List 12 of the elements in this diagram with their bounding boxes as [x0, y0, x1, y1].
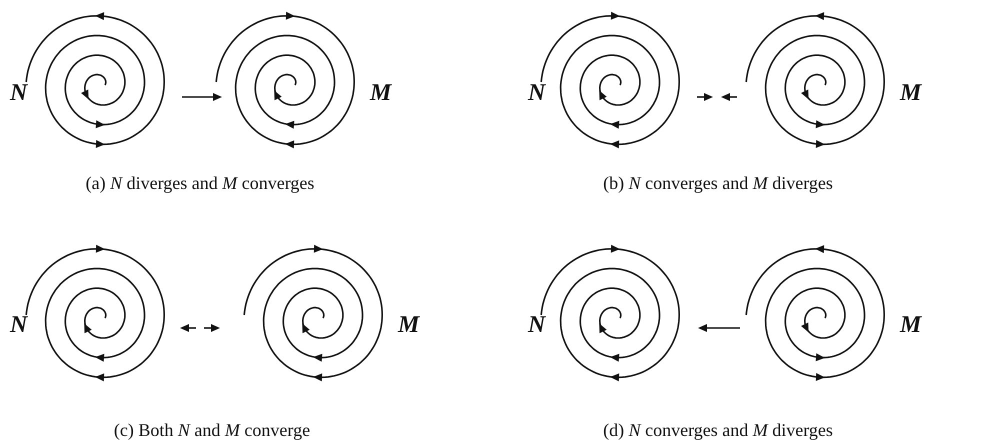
panel-caption: (d) N converges and M diverges — [603, 419, 833, 441]
spiral-label: N — [10, 80, 28, 106]
spiral-label: M — [370, 80, 392, 106]
spiral-label: M — [398, 312, 420, 338]
spiral-label: M — [900, 312, 922, 338]
spiral-label: N — [10, 312, 28, 338]
panel-caption: (b) N converges and M diverges — [603, 172, 833, 194]
panel-caption: (c) Both N and M converge — [114, 419, 310, 441]
spiral-label: M — [900, 80, 922, 106]
spiral-label: N — [528, 312, 546, 338]
panel-caption: (a) N diverges and M converges — [86, 172, 314, 194]
spiral-label: N — [528, 80, 546, 106]
